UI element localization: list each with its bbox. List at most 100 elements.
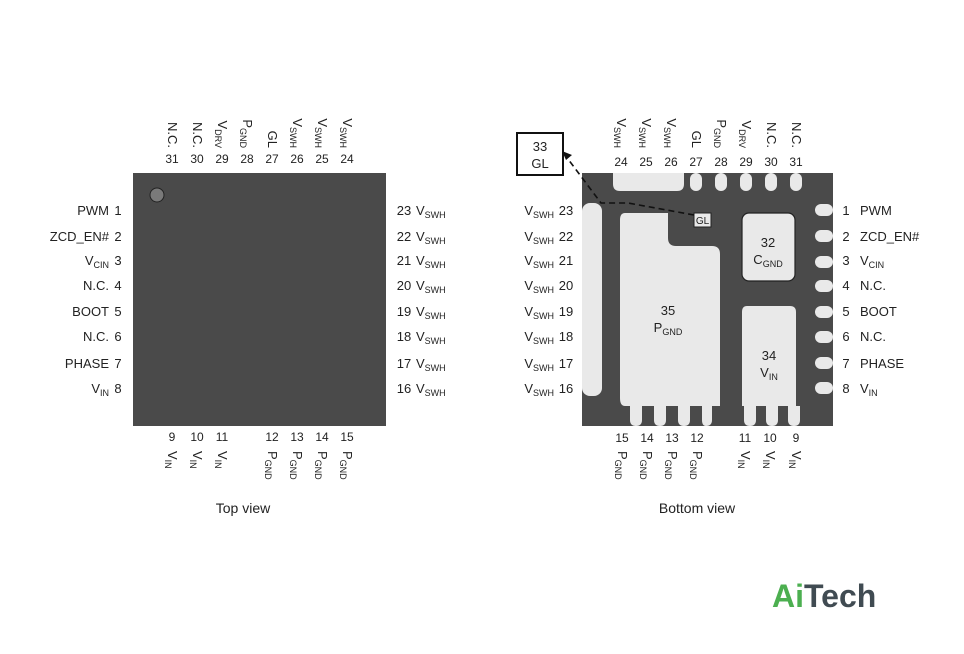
bv-left-pin-19-number: 19 bbox=[559, 304, 573, 319]
bv-bottom-pin-10-number: 10 bbox=[763, 431, 777, 445]
bv-left-pin-16-number: 16 bbox=[559, 381, 573, 396]
logo-part-ai: Ai bbox=[772, 578, 804, 614]
pad-gl-small bbox=[693, 212, 712, 228]
tv-left-pin-5-number: 5 bbox=[114, 304, 121, 319]
bv-bottom-pin-11-number: 11 bbox=[739, 431, 752, 445]
bottom-view-caption: Bottom view bbox=[659, 500, 736, 516]
tv-top-pin-25-name: VSWH bbox=[313, 118, 330, 148]
aitech-logo: AiTech bbox=[772, 578, 876, 615]
bv-left-pin-23-name: VSWH bbox=[524, 203, 554, 220]
tv-right-pin-19-name: VSWH bbox=[416, 304, 446, 321]
tv-left-pin-6-name: N.C. bbox=[83, 329, 109, 344]
bv-bottom-pin-12-name: PGND bbox=[688, 451, 705, 480]
bv-right-pin-8-number: 8 bbox=[842, 381, 849, 396]
bv-left-pin-21-number: 21 bbox=[559, 253, 573, 268]
bv-right-pin-4-name: N.C. bbox=[860, 278, 886, 293]
tv-left-pin-4-name: N.C. bbox=[83, 278, 109, 293]
tv-bottom-pin-9-number: 9 bbox=[169, 430, 176, 444]
tv-bottom-pin-15-number: 15 bbox=[340, 430, 354, 444]
tv-top-pin-27-number: 27 bbox=[265, 152, 279, 166]
tv-right-pin-18-name: VSWH bbox=[416, 329, 446, 346]
bv-left-pin-16-name: VSWH bbox=[524, 381, 554, 398]
bv-right-pin-5-number: 5 bbox=[842, 304, 849, 319]
tv-bottom-pin-10-number: 10 bbox=[190, 430, 204, 444]
bv-top-pin-25-number: 25 bbox=[639, 155, 653, 169]
top-pad-27 bbox=[690, 173, 702, 191]
tv-left-pin-4-number: 4 bbox=[114, 278, 121, 293]
tv-top-pin-28-number: 28 bbox=[240, 152, 254, 166]
tv-top-pin-29-name: VDRV bbox=[213, 120, 230, 148]
tv-right-pin-19-number: 19 bbox=[397, 304, 411, 319]
bv-bottom-pin-15-name: PGND bbox=[613, 451, 630, 480]
bottom-view-top-pins: 24VSWH25VSWH26VSWH27GL28PGND29VDRV30N.C.… bbox=[612, 118, 804, 169]
bv-right-pin-2-name: ZCD_EN# bbox=[860, 229, 920, 244]
right-pad-7 bbox=[815, 357, 833, 369]
bv-left-pin-18-number: 18 bbox=[559, 329, 573, 344]
tv-left-pin-8-number: 8 bbox=[114, 381, 121, 396]
bv-top-pin-29-name: VDRV bbox=[737, 120, 754, 148]
bottom-view-top-pads bbox=[613, 173, 802, 191]
left-pad-vswh-strip bbox=[582, 203, 602, 396]
tv-bottom-pin-15-name: PGND bbox=[338, 451, 355, 480]
bv-top-pin-27-number: 27 bbox=[689, 155, 703, 169]
tv-left-pin-5-name: BOOT bbox=[72, 304, 109, 319]
bv-right-pin-3-name: VCIN bbox=[860, 253, 884, 270]
bv-left-pin-22-number: 22 bbox=[559, 229, 573, 244]
bottom-view-right-pins: PWM1ZCD_EN#2VCIN3N.C.4BOOT5N.C.6PHASE7VI… bbox=[842, 203, 920, 398]
bv-right-pin-6-name: N.C. bbox=[860, 329, 886, 344]
pad-35-pgnd bbox=[620, 213, 720, 426]
bv-left-pin-21-name: VSWH bbox=[524, 253, 554, 270]
tv-bottom-pin-14-name: PGND bbox=[313, 451, 330, 480]
bv-left-pin-18-name: VSWH bbox=[524, 329, 554, 346]
bv-bottom-pin-13-name: PGND bbox=[663, 451, 680, 480]
bv-top-pin-30-name: N.C. bbox=[764, 122, 779, 148]
top-pad-30 bbox=[765, 173, 777, 191]
tv-left-pin-1-number: 1 bbox=[114, 203, 121, 218]
tv-top-pin-25-number: 25 bbox=[315, 152, 329, 166]
bv-left-pin-17-name: VSWH bbox=[524, 356, 554, 373]
tv-right-pin-16-name: VSWH bbox=[416, 381, 446, 398]
tv-top-pin-28-name: PGND bbox=[238, 119, 255, 148]
tv-right-pin-22-number: 22 bbox=[397, 229, 411, 244]
tv-top-pin-26-number: 26 bbox=[290, 152, 304, 166]
tv-left-pin-6-number: 6 bbox=[114, 329, 121, 344]
tv-bottom-pin-13-number: 13 bbox=[290, 430, 304, 444]
bv-top-pin-28-number: 28 bbox=[714, 155, 728, 169]
bottom-view-right-pads bbox=[815, 204, 833, 394]
tv-right-pin-20-number: 20 bbox=[397, 278, 411, 293]
bv-left-pin-19-name: VSWH bbox=[524, 304, 554, 321]
bv-right-pin-3-number: 3 bbox=[842, 253, 849, 268]
tv-top-pin-27-name: GL bbox=[265, 131, 280, 148]
pad-34-vin bbox=[742, 306, 800, 426]
right-pad-8 bbox=[815, 382, 833, 394]
right-pad-3 bbox=[815, 256, 833, 268]
tv-right-pin-17-number: 17 bbox=[397, 356, 411, 371]
right-pad-5 bbox=[815, 306, 833, 318]
pad-35-number: 35 bbox=[661, 303, 675, 318]
tv-left-pin-1-name: PWM bbox=[77, 203, 109, 218]
tv-top-pin-30-number: 30 bbox=[190, 152, 204, 166]
right-pad-2 bbox=[815, 230, 833, 242]
top-pad-28 bbox=[715, 173, 727, 191]
bv-bottom-pin-14-number: 14 bbox=[640, 431, 654, 445]
bv-top-pin-30-number: 30 bbox=[764, 155, 778, 169]
tv-right-pin-23-number: 23 bbox=[397, 203, 411, 218]
tv-left-pin-7-name: PHASE bbox=[65, 356, 109, 371]
tv-right-pin-18-number: 18 bbox=[397, 329, 411, 344]
bv-right-pin-6-number: 6 bbox=[842, 329, 849, 344]
top-pad-vswh-merged bbox=[613, 173, 684, 191]
pad-34-name: VIN bbox=[760, 365, 778, 382]
bv-bottom-pin-9-name: VIN bbox=[787, 451, 804, 469]
tv-right-pin-20-name: VSWH bbox=[416, 278, 446, 295]
bv-right-pin-7-number: 7 bbox=[842, 356, 849, 371]
bv-left-pin-23-number: 23 bbox=[559, 203, 573, 218]
pad-33-leader-line bbox=[564, 154, 695, 216]
tv-bottom-pin-9-name: VIN bbox=[163, 451, 180, 469]
top-view-package-body bbox=[133, 173, 386, 426]
right-pad-6 bbox=[815, 331, 833, 343]
top-pad-29 bbox=[740, 173, 752, 191]
right-pad-1 bbox=[815, 204, 833, 216]
